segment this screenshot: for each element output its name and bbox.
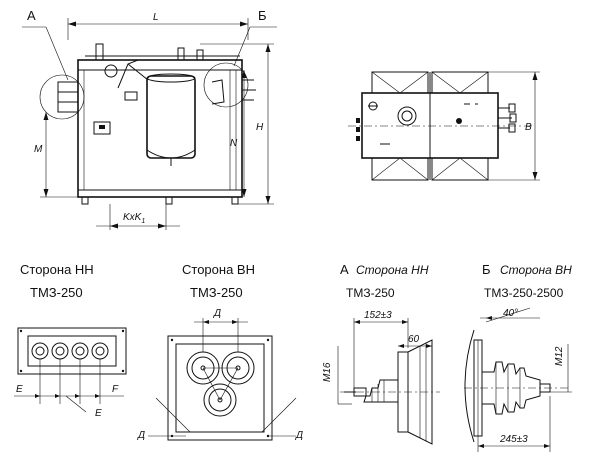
panel-vn-side: Сторона ВН ТМЗ-250 Д Д Д: [137, 262, 303, 441]
detail-B-model: ТМЗ-250-2500: [484, 286, 564, 300]
conservator-tank: [146, 75, 196, 159]
callout-circle-B: [203, 62, 249, 108]
detail-B-letter: Б: [482, 262, 491, 277]
detail-A-letter: А: [340, 262, 349, 277]
vn-side-title: Сторона ВН: [182, 262, 255, 277]
panel-nn-side: Сторона НН ТМЗ-250 E F E: [14, 262, 127, 419]
nn-label-E-left: E: [16, 384, 23, 395]
detail-B-dim-245: 245±3: [499, 434, 528, 445]
detail-A-model: ТМЗ-250: [346, 286, 395, 300]
dim-N-label: N: [230, 138, 238, 149]
detail-B-dim-M12: M12: [554, 346, 565, 366]
nn-label-E-bottom: E: [95, 408, 102, 419]
panel-detail-A: А Сторона НН ТМЗ-250 152±3 60 M16: [322, 262, 440, 445]
vn-label-D-left: Д: [137, 430, 145, 441]
dim-KxK-label: KxK1: [123, 212, 145, 225]
callout-B-label: Б: [258, 8, 267, 23]
detail-A-dim-M16: M16: [322, 362, 333, 382]
panel-detail-B: Б Сторона ВН ТМЗ-250-2500 40° M12 245±3: [464, 262, 572, 452]
vn-label-D-right: Д: [295, 430, 303, 441]
callout-A-label: А: [27, 8, 36, 23]
top-view: B: [348, 71, 540, 181]
nn-label-F: F: [112, 384, 119, 395]
dim-L-label: L: [153, 12, 159, 23]
detail-A-dim-60: 60: [408, 334, 420, 345]
detail-B-dim-40: 40°: [503, 308, 518, 319]
detail-B-title: Сторона ВН: [500, 263, 572, 277]
dim-B-label: B: [525, 122, 532, 133]
detail-A-dim-152: 152±3: [364, 310, 392, 321]
gauge-icon: [104, 64, 118, 78]
main-side-view: L А Б M N H KxK1: [22, 8, 277, 230]
vn-label-D-top: Д: [213, 308, 221, 319]
nn-side-title: Сторона НН: [20, 262, 94, 277]
conservator-top-icon: [397, 106, 417, 126]
detail-A-title: Сторона НН: [356, 263, 429, 277]
dim-H-label: H: [256, 122, 264, 133]
tank-body: [77, 59, 243, 198]
nn-side-model: ТМЗ-250: [30, 285, 83, 300]
dim-M-label: M: [34, 144, 43, 155]
vn-side-model: ТМЗ-250: [190, 285, 243, 300]
callout-circle-A: [39, 74, 85, 120]
